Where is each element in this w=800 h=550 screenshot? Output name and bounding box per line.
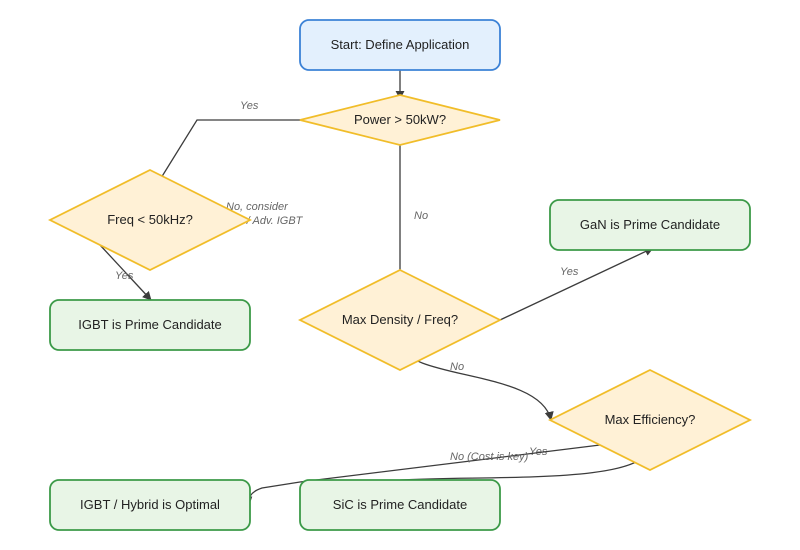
edge-label-power-no: No (414, 210, 428, 222)
edge-label-density-no: No (450, 361, 464, 373)
edge-label-power-yes: Yes (240, 100, 259, 112)
decision-freq-label: Freq < 50kHz? (107, 212, 193, 227)
result-igbt-label: IGBT is Prime Candidate (78, 317, 222, 332)
edge-power-yes-to-freq (147, 119, 300, 200)
result-hybrid-label: IGBT / Hybrid is Optimal (80, 497, 220, 512)
result-gan: GaN is Prime Candidate (549, 199, 751, 251)
edge-label-density-yes: Yes (560, 266, 579, 278)
edge-label-efficiency-no: No (Cost is key) (450, 451, 529, 463)
start-node: Start: Define Application (299, 19, 501, 71)
edge-label-freq-no-line1: No, consider (226, 201, 289, 213)
start-node-label: Start: Define Application (331, 37, 470, 52)
edge-freq-yes-to-igbt (99, 244, 152, 301)
result-hybrid: IGBT / Hybrid is Optimal (49, 479, 251, 531)
edge-label-freq-yes: Yes (115, 270, 134, 282)
decision-freq: Freq < 50kHz? (47, 168, 253, 272)
edge-density-yes-to-gan (499, 247, 654, 321)
decision-efficiency-label: Max Efficiency? (605, 412, 696, 427)
decision-power: Power > 50kW? (299, 94, 501, 146)
decision-density-label: Max Density / Freq? (342, 312, 458, 327)
result-gan-label: GaN is Prime Candidate (580, 217, 720, 232)
result-sic-label: SiC is Prime Candidate (333, 497, 467, 512)
decision-density: Max Density / Freq? (297, 268, 503, 372)
decision-efficiency: Max Efficiency? (547, 368, 753, 472)
result-igbt: IGBT is Prime Candidate (49, 299, 251, 351)
decision-power-label: Power > 50kW? (354, 112, 446, 127)
result-sic: SiC is Prime Candidate (299, 479, 501, 531)
